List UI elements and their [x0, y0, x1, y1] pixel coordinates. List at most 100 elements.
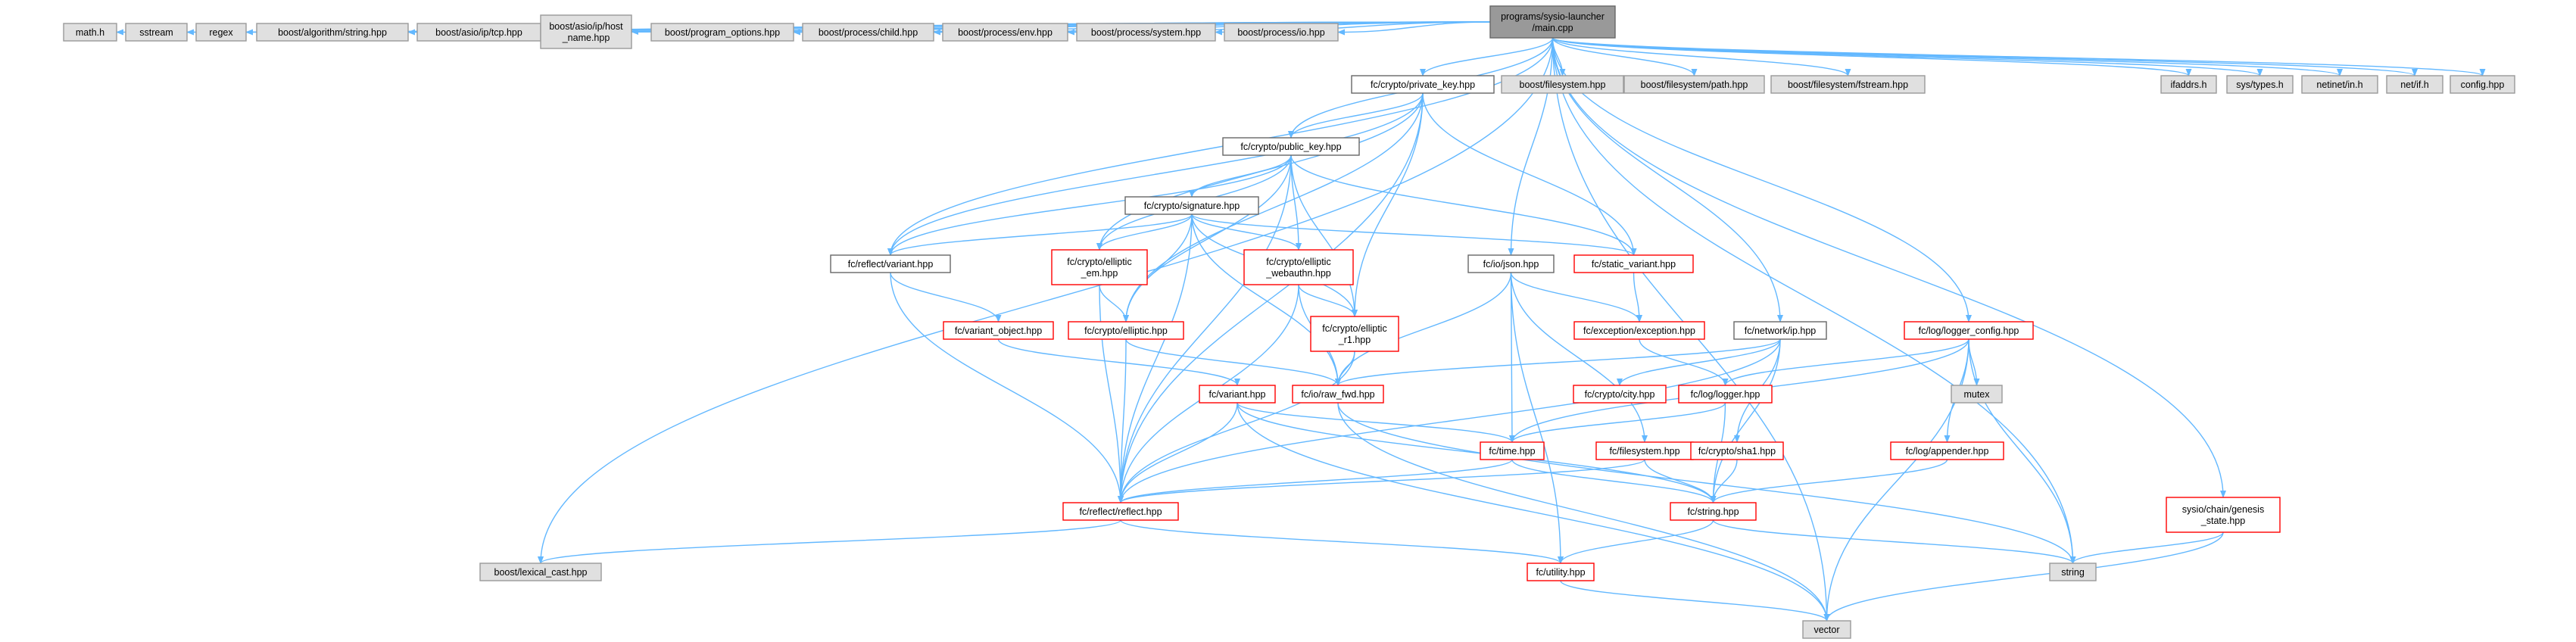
node-label: fc/crypto/private_key.hpp: [1371, 79, 1475, 90]
edge-em-to-elliptic: [1099, 284, 1129, 323]
node-box: [802, 23, 934, 42]
edge-reflect-to-utility: [1120, 519, 1564, 564]
node-time[interactable]: fc/time.hpp: [1480, 441, 1545, 460]
node-json[interactable]: fc/io/json.hpp: [1467, 254, 1555, 273]
edge-appender-to-fstring: [1710, 459, 1948, 503]
node-label: netinet/in.h: [2316, 79, 2362, 90]
node-netif: net/if.h: [2386, 75, 2443, 94]
node-city[interactable]: fc/crypto/city.hpp: [1573, 385, 1667, 404]
node-b_host: boost/asio/ip/host_name.hpp: [540, 14, 632, 49]
edge-root-to-b_fspath: [1552, 37, 1698, 76]
edge-privkey-to-r1: [1352, 92, 1424, 317]
node-box: [2166, 497, 2281, 533]
node-label: fc/reflect/variant.hpp: [848, 259, 934, 270]
node-genesis[interactable]: sysio/chain/genesis_state.hpp: [2166, 497, 2281, 533]
edge-r1-to-reflect: [1118, 351, 1355, 503]
node-box: [1222, 137, 1360, 156]
node-box: [63, 23, 117, 42]
edge-pubkey-to-rvariant: [887, 154, 1292, 256]
node-sha1[interactable]: fc/crypto/sha1.hpp: [1690, 441, 1784, 460]
node-label: fc/time.hpp: [1489, 446, 1535, 457]
edge-sig-to-rvariant: [887, 213, 1193, 256]
node-privkey[interactable]: fc/crypto/private_key.hpp: [1351, 75, 1495, 94]
node-pubkey[interactable]: fc/crypto/public_key.hpp: [1222, 137, 1360, 156]
node-b_fspath: boost/filesystem/path.hpp: [1623, 75, 1765, 94]
node-label: fc/variant.hpp: [1208, 389, 1265, 400]
edge-root-to-systypes: [1552, 37, 2263, 76]
node-r1[interactable]: fc/crypto/elliptic_r1.hpp: [1310, 316, 1399, 352]
node-box: [1480, 441, 1545, 460]
node-sstream: sstream: [125, 23, 188, 42]
node-ifaddrs: ifaddrs.h: [2160, 75, 2217, 94]
edge-elliptic-to-rawfwd: [1125, 338, 1341, 386]
edge-root-to-b_io: [1337, 21, 1491, 36]
node-label: _em.hpp: [1081, 268, 1118, 279]
node-box: [195, 23, 247, 42]
node-elliptic[interactable]: fc/crypto/elliptic.hpp: [1068, 321, 1184, 340]
node-systypes: sys/types.h: [2226, 75, 2294, 94]
node-lcfg[interactable]: fc/log/logger_config.hpp: [1904, 321, 2034, 340]
node-box: [1467, 254, 1555, 273]
node-root[interactable]: programs/sysio-launcher/main.cpp: [1489, 5, 1616, 39]
node-label: boost/program_options.hpp: [665, 27, 780, 38]
edge-json-to-rawfwd: [1335, 272, 1512, 386]
node-box: [1904, 321, 2034, 340]
edge-lcfg-to-string: [1968, 338, 2076, 564]
node-box: [1199, 385, 1276, 404]
node-box: [1770, 75, 1926, 94]
node-sv[interactable]: fc/static_variant.hpp: [1573, 254, 1694, 273]
node-ip[interactable]: fc/network/ip.hpp: [1733, 321, 1827, 340]
edge-fsys-to-reflect: [1118, 459, 1645, 503]
node-fstring[interactable]: fc/string.hpp: [1670, 502, 1757, 521]
node-label: fc/reflect/reflect.hpp: [1079, 506, 1162, 517]
edge-variant-to-reflect: [1118, 402, 1238, 503]
node-label: net/if.h: [2400, 79, 2429, 90]
node-b_fsstream: boost/filesystem/fstream.hpp: [1770, 75, 1926, 94]
edge-exc-to-logger: [1639, 338, 1729, 386]
node-box: [1573, 254, 1694, 273]
node-label: fc/log/appender.hpp: [1906, 446, 1989, 457]
edge-privkey-to-reflect: [1118, 92, 1424, 503]
node-label: fc/log/logger.hpp: [1691, 389, 1760, 400]
node-box: [1124, 196, 1259, 215]
node-exc[interactable]: fc/exception/exception.hpp: [1573, 321, 1705, 340]
node-label: sstream: [139, 27, 173, 38]
edge-genesis-to-string: [2069, 531, 2224, 564]
node-b_po: boost/program_options.hpp: [650, 23, 794, 42]
node-box: [1890, 441, 2004, 460]
node-reflect[interactable]: fc/reflect/reflect.hpp: [1062, 502, 1179, 521]
node-rvariant[interactable]: fc/reflect/variant.hpp: [830, 254, 951, 273]
node-box: [1292, 385, 1384, 404]
node-variant[interactable]: fc/variant.hpp: [1199, 385, 1276, 404]
edge-sig-to-webauthn: [1191, 213, 1302, 251]
edge-variant-to-time: [1237, 402, 1515, 443]
node-label: boost/filesystem/fstream.hpp: [1788, 79, 1908, 90]
edge-elliptic-to-reflect: [1118, 338, 1127, 503]
node-label: fc/static_variant.hpp: [1592, 259, 1676, 270]
node-appender[interactable]: fc/log/appender.hpp: [1890, 441, 2004, 460]
node-label: fc/string.hpp: [1687, 506, 1739, 517]
node-rawfwd[interactable]: fc/io/raw_fwd.hpp: [1292, 385, 1384, 404]
edge-fstring-to-string: [1712, 519, 2076, 564]
edge-rvariant-to-vobj: [890, 272, 1002, 323]
edge-rvariant-to-reflect: [890, 272, 1124, 503]
edge-rawfwd-to-vector: [1337, 402, 1830, 622]
node-sig[interactable]: fc/crypto/signature.hpp: [1124, 196, 1259, 215]
node-vobj[interactable]: fc/variant_object.hpp: [943, 321, 1054, 340]
node-box: [1224, 23, 1339, 42]
node-label: boost/process/child.hpp: [819, 27, 918, 38]
node-utility[interactable]: fc/utility.hpp: [1527, 563, 1595, 581]
node-box: [2160, 75, 2217, 94]
node-regex: regex: [195, 23, 247, 42]
node-label: sys/types.h: [2236, 79, 2284, 90]
node-box: [1051, 249, 1148, 285]
node-logger[interactable]: fc/log/logger.hpp: [1678, 385, 1773, 404]
node-vector: vector: [1802, 620, 1851, 639]
node-box: [2450, 75, 2515, 94]
node-label: boost/process/env.hpp: [958, 27, 1053, 38]
node-fsys[interactable]: fc/filesystem.hpp: [1595, 441, 1694, 460]
node-webauthn[interactable]: fc/crypto/elliptic_webauthn.hpp: [1243, 249, 1354, 285]
node-label: fc/crypto/elliptic: [1322, 323, 1386, 334]
node-em[interactable]: fc/crypto/elliptic_em.hpp: [1051, 249, 1148, 285]
